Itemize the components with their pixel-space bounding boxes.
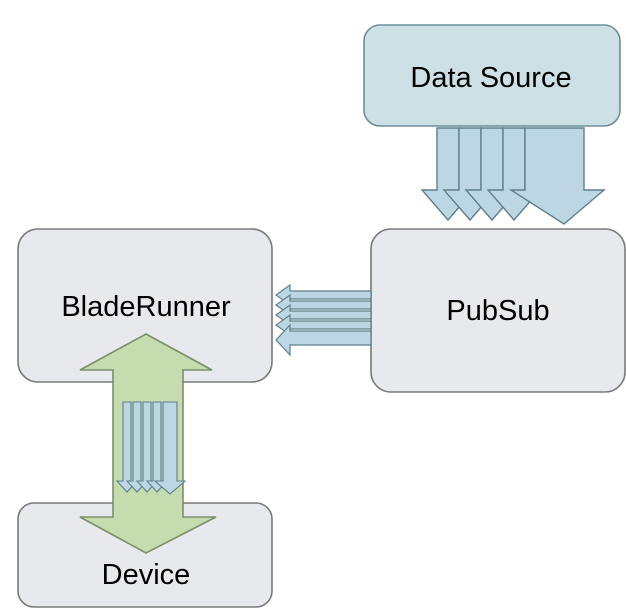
pubsub-node: PubSub <box>370 228 626 393</box>
data-source-box <box>363 24 621 127</box>
device-node: Device <box>17 502 273 608</box>
stream-arrow-small-down-5 <box>153 401 187 495</box>
stream-arrow-down-5 <box>508 127 606 225</box>
data-source-node: Data Source <box>363 24 621 127</box>
pubsub-label: PubSub <box>446 295 549 327</box>
bladerunner-to-device-arrows <box>115 401 187 495</box>
data-source-to-pubsub-arrows <box>420 127 606 225</box>
pubsub-to-bladerunner-arrows <box>274 283 372 357</box>
data-source-label: Data Source <box>410 62 571 94</box>
bladerunner-node: BladeRunner <box>17 228 273 383</box>
device-label: Device <box>102 559 191 591</box>
stream-arrow-left-4 <box>274 313 372 337</box>
stream-arrow-left-5 <box>275 323 372 357</box>
bladerunner-label: BladeRunner <box>61 291 231 323</box>
